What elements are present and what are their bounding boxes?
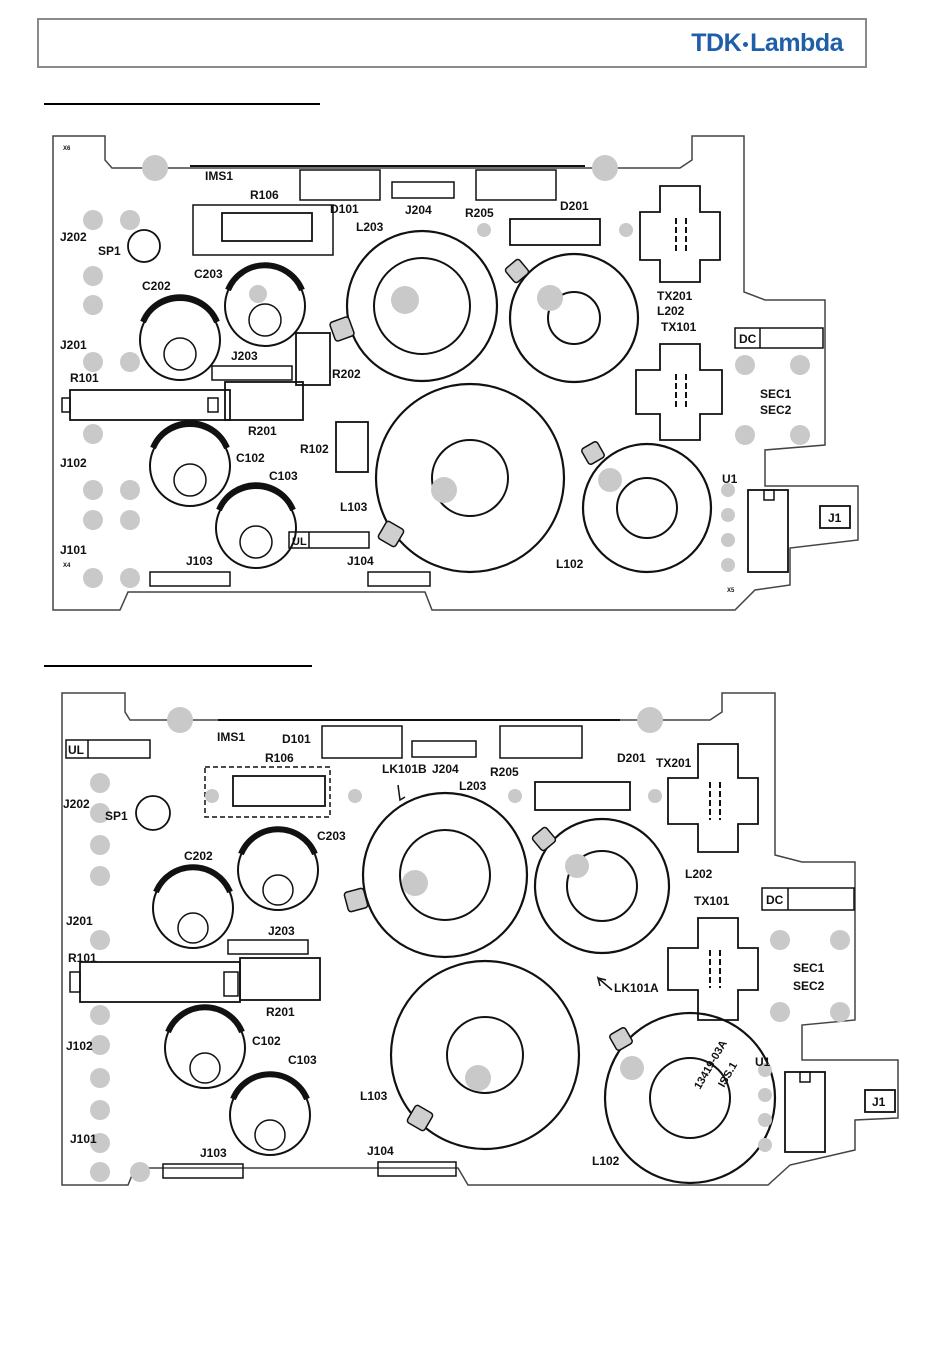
label-x4: X4 xyxy=(63,563,71,569)
label-l202: L202 xyxy=(685,867,713,881)
label-c202: C202 xyxy=(184,849,213,863)
section-rule-bottom xyxy=(44,665,312,667)
label-tx101: TX101 xyxy=(661,320,697,334)
label-c103: C103 xyxy=(269,469,298,483)
label-j202: J202 xyxy=(63,797,90,811)
label-j101: J101 xyxy=(70,1132,97,1146)
board-outline xyxy=(52,135,859,611)
pcb-layout-bottom: IMS1 D101 UL R106 LK101B J204 R205 D201 … xyxy=(61,692,899,1186)
label-r202: R202 xyxy=(332,367,361,381)
label-ul: UL xyxy=(68,743,84,757)
label-j101: J101 xyxy=(60,543,87,557)
label-j203: J203 xyxy=(231,349,258,363)
label-j1: J1 xyxy=(872,1095,886,1109)
label-l202: L202 xyxy=(657,304,685,318)
header-box: TDK Lambda xyxy=(37,18,867,68)
label-x6: X6 xyxy=(63,146,71,152)
label-c203: C203 xyxy=(317,829,346,843)
label-dc: DC xyxy=(739,332,757,346)
logo-dot xyxy=(743,41,749,47)
label-x5: X5 xyxy=(727,588,735,594)
label-d101: D101 xyxy=(330,202,359,216)
label-j102: J102 xyxy=(66,1039,93,1053)
label-l103: L103 xyxy=(340,500,368,514)
label-j204: J204 xyxy=(405,203,432,217)
label-lk101a: LK101A xyxy=(614,981,659,995)
label-r205: R205 xyxy=(490,765,519,779)
tdk-lambda-logo: TDK Lambda xyxy=(691,29,843,58)
label-r101: R101 xyxy=(68,951,97,965)
label-j104: J104 xyxy=(347,554,374,568)
board-outline xyxy=(61,692,899,1186)
pcb-layout-top: IMS1 R106 D101 J204 R205 D201 L203 J202 … xyxy=(52,135,859,611)
label-j202: J202 xyxy=(60,230,87,244)
label-ims1: IMS1 xyxy=(205,169,233,183)
label-ims1: IMS1 xyxy=(217,730,245,744)
label-j204: J204 xyxy=(432,762,459,776)
label-l102: L102 xyxy=(592,1154,620,1168)
label-d101: D101 xyxy=(282,732,311,746)
label-l203: L203 xyxy=(459,779,487,793)
label-j1: J1 xyxy=(828,511,842,525)
label-r102: R102 xyxy=(300,442,329,456)
label-c102: C102 xyxy=(252,1034,281,1048)
label-c102: C102 xyxy=(236,451,265,465)
label-r101: R101 xyxy=(70,371,99,385)
label-c103: C103 xyxy=(288,1053,317,1067)
label-tx201: TX201 xyxy=(657,289,693,303)
label-r201: R201 xyxy=(266,1005,295,1019)
label-r205: R205 xyxy=(465,206,494,220)
logo-left: TDK xyxy=(691,29,742,57)
label-dc: DC xyxy=(766,893,784,907)
label-l102: L102 xyxy=(556,557,584,571)
label-j201: J201 xyxy=(66,914,93,928)
label-c203: C203 xyxy=(194,267,223,281)
label-j104: J104 xyxy=(367,1144,394,1158)
label-j102: J102 xyxy=(60,456,87,470)
label-tx101: TX101 xyxy=(694,894,730,908)
label-j201: J201 xyxy=(60,338,87,352)
label-ul: UL xyxy=(292,536,307,548)
label-u1: U1 xyxy=(722,472,738,486)
label-d201: D201 xyxy=(617,751,646,765)
label-sec1: SEC1 xyxy=(793,961,825,975)
label-u1: U1 xyxy=(755,1055,771,1069)
label-tx201: TX201 xyxy=(656,756,692,770)
label-l103: L103 xyxy=(360,1089,388,1103)
logo-right: Lambda xyxy=(750,29,843,57)
label-j103: J103 xyxy=(186,554,213,568)
label-d201: D201 xyxy=(560,199,589,213)
label-c202: C202 xyxy=(142,279,171,293)
label-r201: R201 xyxy=(248,424,277,438)
label-l203: L203 xyxy=(356,220,384,234)
label-lk101b: LK101B xyxy=(382,762,427,776)
section-rule-top xyxy=(44,103,320,105)
label-issue: ISS.1 xyxy=(716,1060,740,1089)
label-r106: R106 xyxy=(265,751,294,765)
label-sp1: SP1 xyxy=(105,809,128,823)
label-j203: J203 xyxy=(268,924,295,938)
label-sec2: SEC2 xyxy=(760,403,792,417)
label-j103: J103 xyxy=(200,1146,227,1160)
label-r106: R106 xyxy=(250,188,279,202)
label-sec1: SEC1 xyxy=(760,387,792,401)
label-sp1: SP1 xyxy=(98,244,121,258)
label-sec2: SEC2 xyxy=(793,979,825,993)
